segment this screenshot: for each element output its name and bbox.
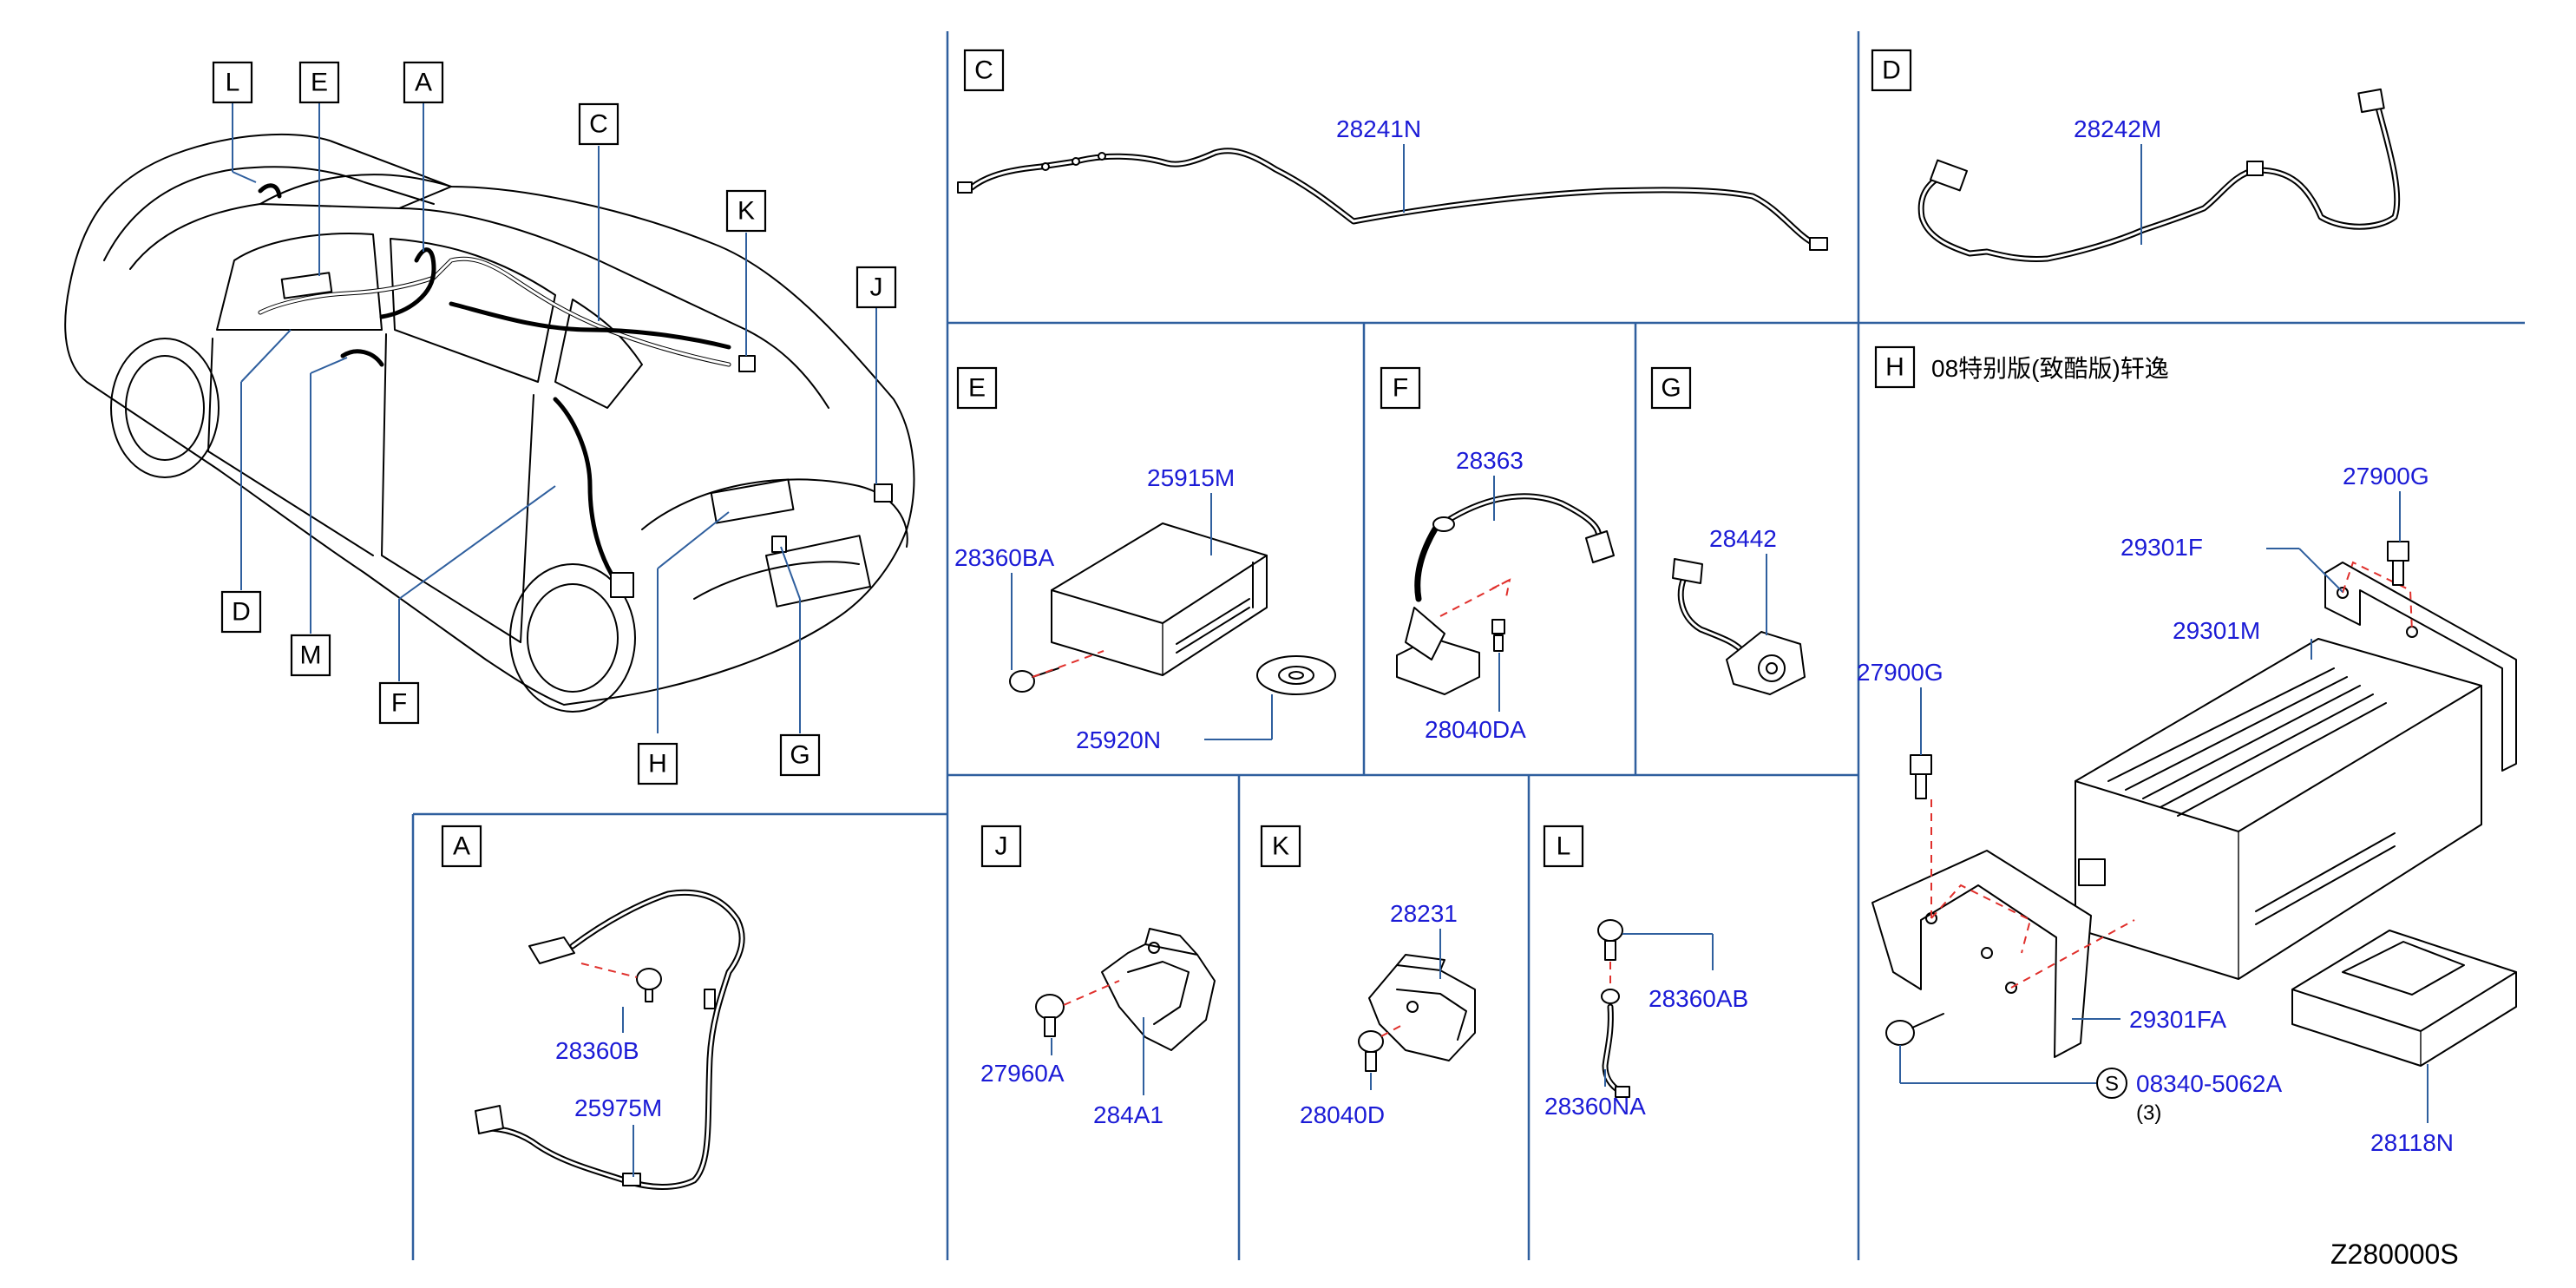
part-number: 28242M	[2074, 115, 2161, 142]
panel-J: J 27960A 284A1	[980, 825, 1216, 1128]
callout-label: L	[226, 69, 240, 97]
part-number: 28040D	[1300, 1101, 1385, 1128]
panel-label-box	[1380, 366, 1421, 410]
panel-label-box	[1543, 825, 1584, 868]
panel-label: C	[974, 56, 993, 85]
panel-label-box	[1874, 345, 1916, 389]
callout-label: C	[589, 110, 608, 139]
part-number: 27900G	[2343, 463, 2429, 490]
panel-label-box	[1650, 366, 1692, 410]
panel-label: D	[1882, 56, 1901, 85]
callout-G	[779, 733, 821, 777]
panel-G: G 28442	[1650, 366, 1806, 695]
part-number: 28360NA	[1544, 1093, 1646, 1120]
callout-H	[637, 742, 678, 785]
panel-label: L	[1557, 832, 1571, 861]
panel-label: A	[453, 832, 470, 861]
overview-callouts: L E A C K J D M F H G	[212, 61, 897, 785]
panel-F: F 28363 28040DA	[1380, 366, 1615, 743]
callout-label: H	[648, 750, 667, 779]
callout-label: E	[311, 69, 328, 97]
callout-label: D	[232, 598, 251, 627]
panel-label: H	[1885, 353, 1904, 382]
panel-K: K 28231 28040D	[1260, 825, 1476, 1128]
callout-label: J	[870, 273, 883, 302]
overview-vehicle	[64, 133, 915, 713]
panel-A: A 28360B 25975M	[441, 825, 745, 1190]
panel-H: H 08特别版(致酷版)轩逸	[1857, 345, 2517, 1156]
callout-D	[220, 590, 262, 634]
panel-title: 08特别版(致酷版)轩逸	[1931, 355, 2169, 382]
panel-label-box	[1871, 49, 1912, 92]
part-number: 27900G	[1857, 659, 1943, 686]
part-number: 28040DA	[1425, 716, 1526, 743]
callout-label: F	[391, 689, 407, 718]
panel-C: C 28241N	[957, 49, 1828, 251]
panel-label: K	[1272, 832, 1289, 861]
part-number: 25920N	[1076, 726, 1161, 753]
part-number: 28360AB	[1649, 985, 1748, 1012]
panel-label-box	[441, 825, 482, 868]
callout-F	[378, 681, 420, 725]
part-number: 28363	[1456, 447, 1524, 474]
part-number: 28442	[1709, 525, 1777, 552]
screw-symbol	[2096, 1068, 2127, 1099]
part-number: 08340-5062A	[2136, 1070, 2282, 1097]
callout-label: G	[790, 741, 810, 770]
part-number: 29301M	[2173, 617, 2260, 644]
part-number: 28360B	[555, 1037, 639, 1064]
panel-D: D 28242M	[1871, 49, 2401, 262]
panel-label-box	[963, 49, 1005, 92]
panel-label: G	[1661, 374, 1681, 403]
diagram-id: Z280000S	[2330, 1239, 2459, 1270]
part-number: 284A1	[1093, 1101, 1163, 1128]
panel-label: E	[968, 374, 986, 403]
part-number: 25975M	[574, 1094, 662, 1121]
part-number: 27960A	[980, 1060, 1065, 1087]
quantity: (3)	[2136, 1101, 2161, 1125]
panel-label: F	[1393, 374, 1408, 403]
part-number: 29301FA	[2129, 1006, 2226, 1033]
panel-label-box	[980, 825, 1022, 868]
part-number: 25915M	[1147, 464, 1235, 491]
panel-label: J	[995, 832, 1008, 861]
panel-L: L 28360AB 28360NA	[1543, 825, 1748, 1120]
screw-symbol-label: S	[2105, 1073, 2119, 1096]
callout-L	[212, 61, 253, 104]
callout-E	[298, 61, 340, 104]
callout-label: M	[300, 641, 322, 670]
callout-J	[855, 266, 897, 309]
part-number: 28231	[1390, 900, 1458, 927]
overview-leaders	[232, 102, 877, 733]
callout-A	[403, 61, 444, 104]
part-number: 29301F	[2120, 534, 2203, 561]
part-number: 28241N	[1336, 115, 1421, 142]
part-number: 28118N	[2370, 1129, 2454, 1156]
callout-M	[290, 634, 331, 677]
panel-label-box	[956, 366, 998, 410]
panel-dividers	[411, 31, 2525, 1260]
panel-E: E 25915M 28360BA 25920N	[954, 366, 1336, 753]
callout-K	[725, 189, 767, 233]
callout-label: A	[415, 69, 432, 97]
part-number: 28360BA	[954, 544, 1055, 571]
panel-label-box	[1260, 825, 1301, 868]
callout-label: K	[737, 197, 755, 226]
callout-C	[578, 102, 619, 146]
